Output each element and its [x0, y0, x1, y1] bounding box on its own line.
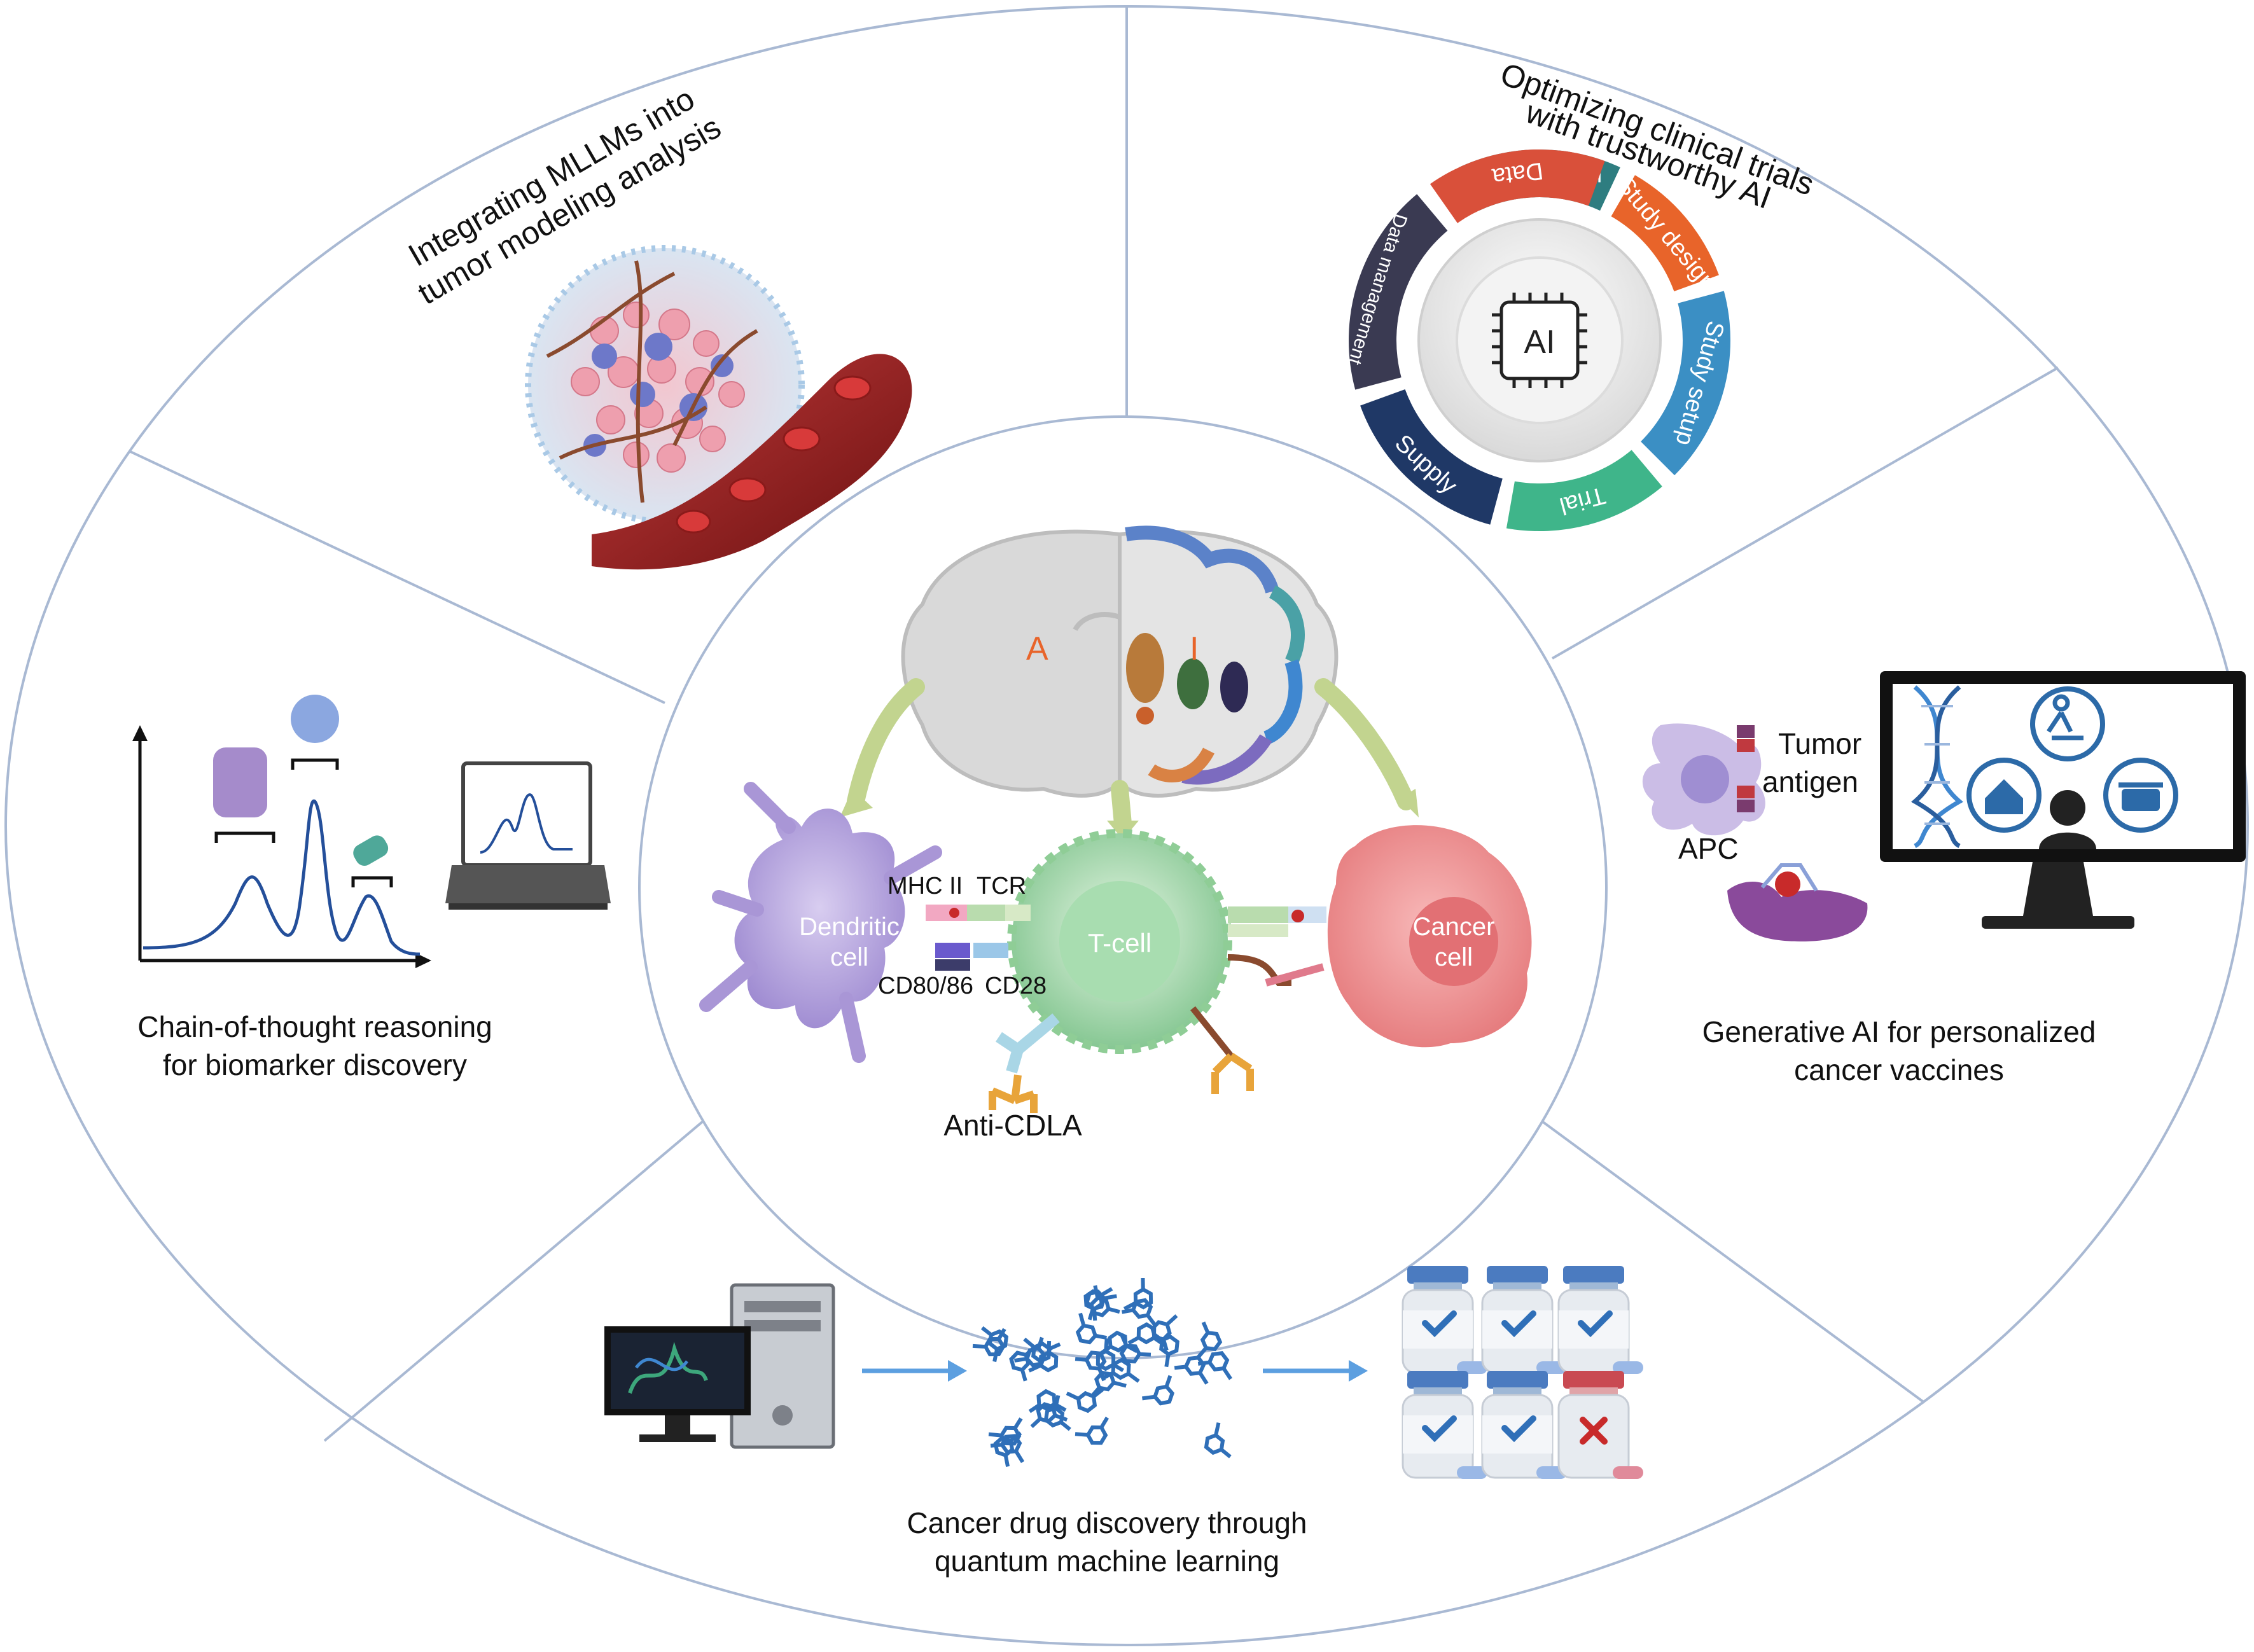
- tumor-antigen-line2: antigen: [1762, 765, 1858, 798]
- arrows-brain-to-cells: [847, 678, 1415, 833]
- brain-letter-a: A: [1026, 630, 1048, 667]
- ring-label-data: Data: [1490, 157, 1545, 190]
- divider-upper-right: [1552, 366, 2059, 660]
- center-section: A I Dendritic cell T-cell: [699, 525, 1532, 1142]
- dendritic-label-line2: cell: [830, 943, 868, 971]
- t-cell-label: T-cell: [1088, 928, 1151, 958]
- divider-lower-left: [323, 1088, 742, 1442]
- ring-segment-supply: [1360, 389, 1503, 525]
- brain-icon: A I: [901, 525, 1339, 798]
- ring-segment-study-design: [1611, 175, 1719, 292]
- molecule-glyph: [1041, 1396, 1082, 1436]
- tumor-antigen-line1: Tumor: [1778, 727, 1861, 760]
- flow-arrow-1: [862, 1360, 967, 1382]
- divider-upper-left: [130, 450, 665, 704]
- drug-discovery-section: Cancer drug discovery through quantum ma…: [604, 1265, 1645, 1578]
- molecule-glyph: [1075, 1408, 1114, 1448]
- vaccine-label-line1: Generative AI for personalized: [1702, 1015, 2096, 1048]
- ai-chip-icon: AI: [1492, 293, 1587, 388]
- brain-letter-i: I: [1190, 630, 1199, 667]
- molecule-glyph: [1202, 1423, 1242, 1463]
- drug-label-line2: quantum machine learning: [935, 1544, 1279, 1578]
- drug-label-line1: Cancer drug discovery through: [907, 1506, 1307, 1539]
- ring-segment-trial: [1506, 450, 1662, 532]
- cancer-cell-icon: Cancer cell: [1327, 825, 1532, 1048]
- vaccine-label-line2: cancer vaccines: [1794, 1053, 2004, 1086]
- antibody-icon: [989, 1006, 1254, 1113]
- molecule-glyph: [1067, 1375, 1108, 1415]
- ring-segment-data-management: [1349, 194, 1448, 390]
- flow-arrow-2: [1263, 1360, 1368, 1382]
- cancer-label-line2: cell: [1435, 943, 1473, 971]
- mhc-label: MHC II: [887, 873, 963, 899]
- spectrum-chart-icon: [132, 695, 431, 968]
- proteasome-icon: [1727, 863, 1868, 941]
- monitor-icon: [1880, 671, 2246, 929]
- t-cell-icon: T-cell: [1007, 829, 1232, 1054]
- ai-chip-label: AI: [1524, 324, 1555, 361]
- apc-label: APC: [1678, 832, 1739, 865]
- dendritic-label-line1: Dendritic: [799, 913, 900, 941]
- molecule-glyph: [1142, 1370, 1177, 1407]
- divider-lower-right: [1497, 1088, 1926, 1404]
- drug-vials-icon: [1402, 1265, 1645, 1480]
- tumor-modeling-section: Integrating MLLMs into tumor modeling an…: [403, 81, 912, 570]
- computer-tower-icon: [604, 1283, 835, 1449]
- apc-cell-icon: [1642, 723, 1765, 836]
- anti-cdla-label: Anti-CDLA: [943, 1109, 1082, 1142]
- tcr-label: TCR: [977, 873, 1026, 899]
- person-icon: [2050, 790, 2085, 826]
- dendritic-cell-icon: Dendritic cell: [699, 782, 942, 1063]
- biomarker-label-line1: Chain-of-thought reasoning: [137, 1010, 492, 1043]
- molecule-glyph: [1174, 1357, 1207, 1387]
- tumor-illustration: [525, 245, 912, 570]
- receptor-links: [926, 905, 1326, 987]
- cd80-label: CD80/86: [878, 973, 973, 999]
- ring-segment-data: [1430, 149, 1605, 223]
- ring-segment-study-setup: [1641, 291, 1731, 476]
- biomarker-label-line2: for biomarker discovery: [163, 1048, 467, 1081]
- biomarker-section: Chain-of-thought reasoning for biomarker…: [132, 695, 611, 1081]
- cancer-label-line1: Cancer: [1413, 913, 1495, 941]
- laptop-icon: [445, 761, 611, 910]
- vaccine-section: Tumor antigen APC G: [1642, 671, 2246, 1086]
- clinical-trials-section: Optimizing clinical trials with trustwor…: [1344, 56, 1819, 532]
- cd28-label: CD28: [985, 973, 1047, 999]
